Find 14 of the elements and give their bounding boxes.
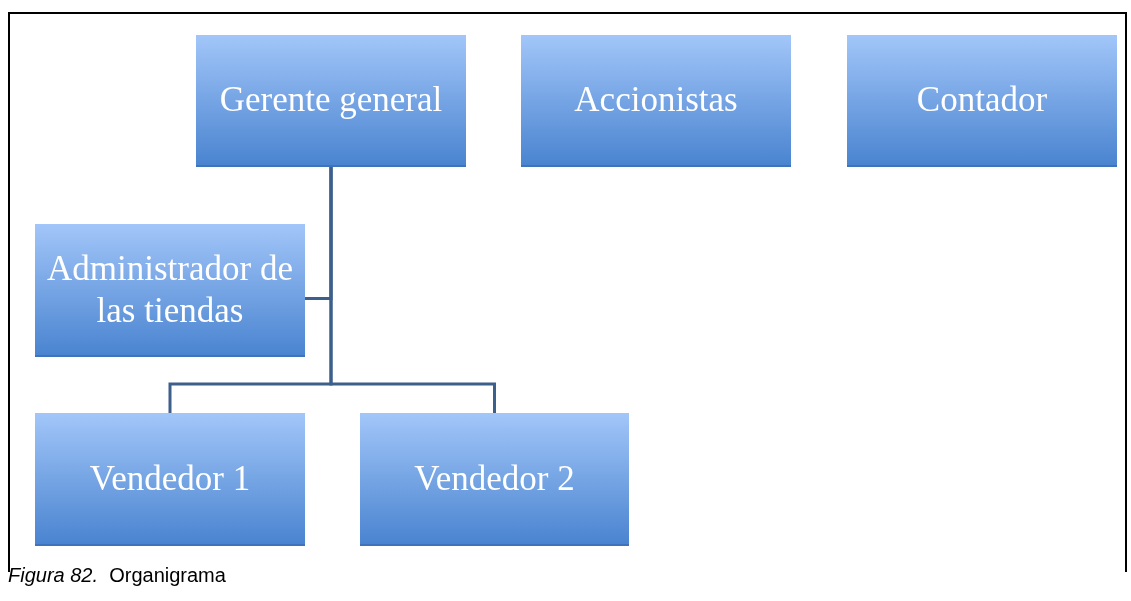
role-label: Vendedor 1 [89, 457, 251, 500]
org-box [521, 35, 791, 167]
role-label: Accionistas [574, 79, 738, 121]
org-box [360, 413, 629, 546]
org-box [35, 413, 305, 546]
role-label: Administrador de las tiendas [46, 247, 294, 332]
org-box [847, 35, 1117, 167]
figure-caption: Figura 82. Organigrama [8, 564, 226, 587]
role-label: Vendedor 2 [414, 457, 575, 500]
org-box [35, 224, 305, 357]
connector-line [329, 167, 496, 413]
role-label: Contador [916, 79, 1048, 121]
org-box [196, 35, 466, 167]
role-label: Gerente general [219, 79, 443, 121]
